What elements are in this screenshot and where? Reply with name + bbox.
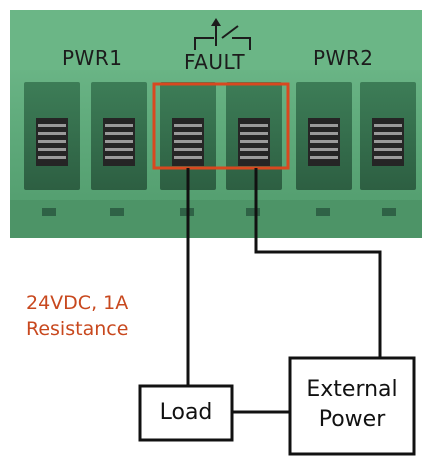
pwr2-label: PWR2	[313, 46, 374, 70]
terminal-slot	[226, 82, 282, 190]
rating-text: 24VDC, 1A Resistance	[26, 290, 128, 342]
pwr1-label: PWR1	[62, 46, 123, 70]
external-power-line2: Power	[318, 407, 386, 432]
external-power-box	[288, 356, 416, 456]
wiring	[186, 168, 382, 414]
rating-line1: 24VDC, 1A	[26, 292, 129, 314]
terminal-slots	[24, 82, 416, 190]
load-box	[138, 384, 234, 442]
fault-label: FAULT	[184, 50, 246, 74]
load-label: Load	[159, 400, 213, 425]
terminal-slot	[360, 82, 416, 190]
terminal-slot	[91, 82, 147, 190]
external-power-line1: External	[306, 377, 398, 402]
rating-line2: Resistance	[26, 318, 129, 340]
external-power-label: External Power	[290, 375, 414, 435]
terminal-block-bottom-edge	[10, 200, 422, 238]
terminal-slot	[296, 82, 352, 190]
terminal-slot	[24, 82, 80, 190]
fault-terminals-highlight	[152, 82, 290, 170]
terminal-slot	[160, 82, 216, 190]
wire-to-external-power	[254, 168, 382, 358]
relay-contact-icon	[194, 18, 251, 50]
